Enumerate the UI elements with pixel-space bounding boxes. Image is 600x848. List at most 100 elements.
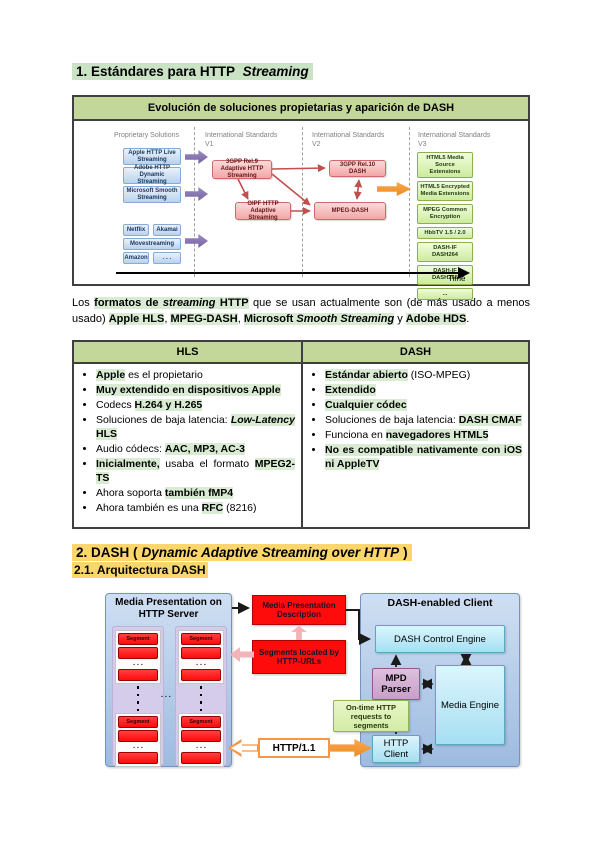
segment-box (181, 647, 221, 659)
proprietary-solutions-label: Proprietary Solutions (114, 132, 179, 139)
evolution-figure: Evolución de soluciones propietarias y a… (72, 95, 530, 301)
representation-column: Segment . . . Segment . . . (175, 626, 227, 767)
segment-box (118, 647, 158, 659)
segment-box: Segment (181, 633, 221, 645)
standards-v2-label: International Standards V2 (312, 132, 385, 148)
bullet-item: Ahora soporta también fMP4 (96, 486, 295, 500)
time-axis-label: Time (448, 274, 466, 283)
bullet-item: Apple es el propietario (96, 368, 295, 382)
column-gap-ellipsis: . . . (161, 692, 171, 699)
column-divider (194, 127, 195, 277)
segment-group: Segment . . . (178, 630, 224, 684)
media-engine-box: Media Engine (435, 665, 505, 745)
dash-architecture-diagram: Media Presentation on HTTP Server Segmen… (0, 588, 600, 778)
standard-box: MPEG Common Encryption (417, 203, 473, 224)
section-1-heading: 1. Estándares para HTTP Streaming (72, 63, 313, 80)
microsoft-smooth-box: Microsoft Smooth Streaming (123, 186, 181, 203)
hls-dash-table: HLS DASH Apple es el propietarioMuy exte… (72, 340, 530, 529)
3gpp-rel10-box: 3GPP Rel.10 DASH (329, 160, 386, 177)
apple-hls-box: Apple HTTP Live Streaming (123, 148, 181, 165)
3gpp-rel9-box: 3GPP Rel.9 Adaptive HTTP Streaming (212, 159, 272, 179)
bullet-item: Funciona en navegadores HTML5 (325, 428, 522, 442)
segment-box (118, 752, 158, 764)
figure-title: Evolución de soluciones propietarias y a… (74, 97, 528, 121)
section-2-1-heading: 2.1. Arquitectura DASH (72, 562, 208, 578)
purple-arrow-icon (185, 187, 208, 201)
bullet-item: Extendido (325, 383, 522, 397)
segment-ellipsis: . . . (133, 660, 143, 667)
standard-box: HbbTV 1.5 / 2.0 (417, 226, 473, 240)
standard-box: HTML5 Encrypted Media Extensions (417, 181, 473, 201)
pink-left-arrow-icon (230, 647, 254, 662)
bullet-item: Cualquier códec (325, 398, 522, 412)
server-title-line1: Media Presentation on (115, 597, 222, 608)
column-divider (409, 127, 410, 277)
column-divider (302, 127, 303, 277)
oipf-box: OIPF HTTP Adaptive Streaming (235, 201, 291, 221)
vertical-dots (199, 684, 203, 713)
dash-column-header: DASH (301, 342, 528, 364)
segment-box: Segment (181, 716, 221, 728)
bullet-item: Soluciones de baja latencia: DASH CMAF (325, 413, 522, 427)
bullet-item: Estándar abierto (ISO-MPEG) (325, 368, 522, 382)
standard-box: DASH-IF DASH264 (417, 242, 473, 262)
segment-box (181, 669, 221, 681)
section-2-heading: 2. DASH (Dynamic Adaptive Streaming over… (72, 544, 412, 561)
purple-arrow-icon (185, 150, 208, 164)
vertical-dots (136, 684, 140, 713)
standard-box: ... (417, 287, 473, 301)
bullet-item: Soluciones de baja latencia: Low-Latency… (96, 413, 295, 441)
bullet-item: Ahora también es una RFC (8216) (96, 501, 295, 515)
mpd-parser-box: MPD Parser (372, 668, 420, 700)
segment-group: Segment . . . (115, 713, 161, 767)
segment-ellipsis: . . . (133, 743, 143, 750)
hls-bullet-list: Apple es el propietarioMuy extendido en … (78, 368, 295, 515)
bullet-item: Audio códecs: AAC, MP3, AC-3 (96, 442, 295, 456)
amazon-box: Amazon (123, 252, 149, 264)
http-version-box: HTTP/1.1 (258, 738, 330, 758)
segment-box: Segment (118, 716, 158, 728)
movestreaming-box: Movestreaming (123, 238, 181, 250)
adobe-hds-box: Adobe HTTP Dynamic Streaming (123, 165, 181, 185)
segments-urls-box: Segments located by HTTP-URLs (252, 640, 346, 674)
standards-v1-label: International Standards V1 (205, 132, 278, 148)
bullet-item: No es compatible nativamente con iOS ni … (325, 443, 522, 471)
segment-group: Segment . . . (115, 630, 161, 684)
http-server-box: Media Presentation on HTTP Server Segmen… (105, 593, 232, 767)
segment-box (118, 730, 158, 742)
ontime-requests-note: On-time HTTP requests to segments (333, 700, 409, 732)
orange-left-arrow-icon (228, 739, 260, 757)
dash-cell: Estándar abierto (ISO-MPEG)ExtendidoCual… (301, 364, 528, 527)
pink-up-arrow-icon (291, 626, 307, 640)
purple-arrow-icon (185, 234, 208, 248)
standard-box: HTML5 Media Source Extensions (417, 152, 473, 179)
bullet-item: Codecs H.264 y H.265 (96, 398, 295, 412)
segment-ellipsis: . . . (196, 743, 206, 750)
mpd-description-box: Media Presentation Description (252, 595, 346, 625)
bullet-item: Muy extendido en dispositivos Apple (96, 383, 295, 397)
representation-column: Segment . . . Segment . . . (112, 626, 164, 767)
server-title: Media Presentation on HTTP Server (106, 594, 231, 621)
segment-box: Segment (118, 633, 158, 645)
bullet-item: Inicialmente, usaba el formato MPEG2-TS (96, 457, 295, 485)
client-title: DASH-enabled Client (387, 597, 493, 609)
server-title-line2: HTTP Server (138, 609, 199, 620)
section-2-heading-text: 2. DASH (Dynamic Adaptive Streaming over… (72, 544, 412, 561)
intro-paragraph: Los formatos de streaming HTTP que se us… (72, 297, 530, 325)
akamai-box: Akamai (153, 224, 181, 236)
section-1-heading-text: 1. Estándares para HTTP Streaming (72, 63, 313, 80)
hls-column-header: HLS (74, 342, 301, 364)
segment-box (181, 752, 221, 764)
netflix-box: Netflix (123, 224, 149, 236)
orange-arrow-icon (377, 182, 411, 196)
evolution-diagram: Proprietary Solutions International Stan… (74, 121, 528, 301)
more-providers-box: . . . (153, 252, 181, 264)
segment-group: Segment . . . (178, 713, 224, 767)
dash-bullet-list: Estándar abierto (ISO-MPEG)ExtendidoCual… (307, 368, 522, 471)
hls-cell: Apple es el propietarioMuy extendido en … (74, 364, 301, 527)
segment-box (181, 730, 221, 742)
http-client-box: HTTP Client (372, 735, 420, 763)
standards-v3-label: International Standards V3 (418, 132, 491, 148)
